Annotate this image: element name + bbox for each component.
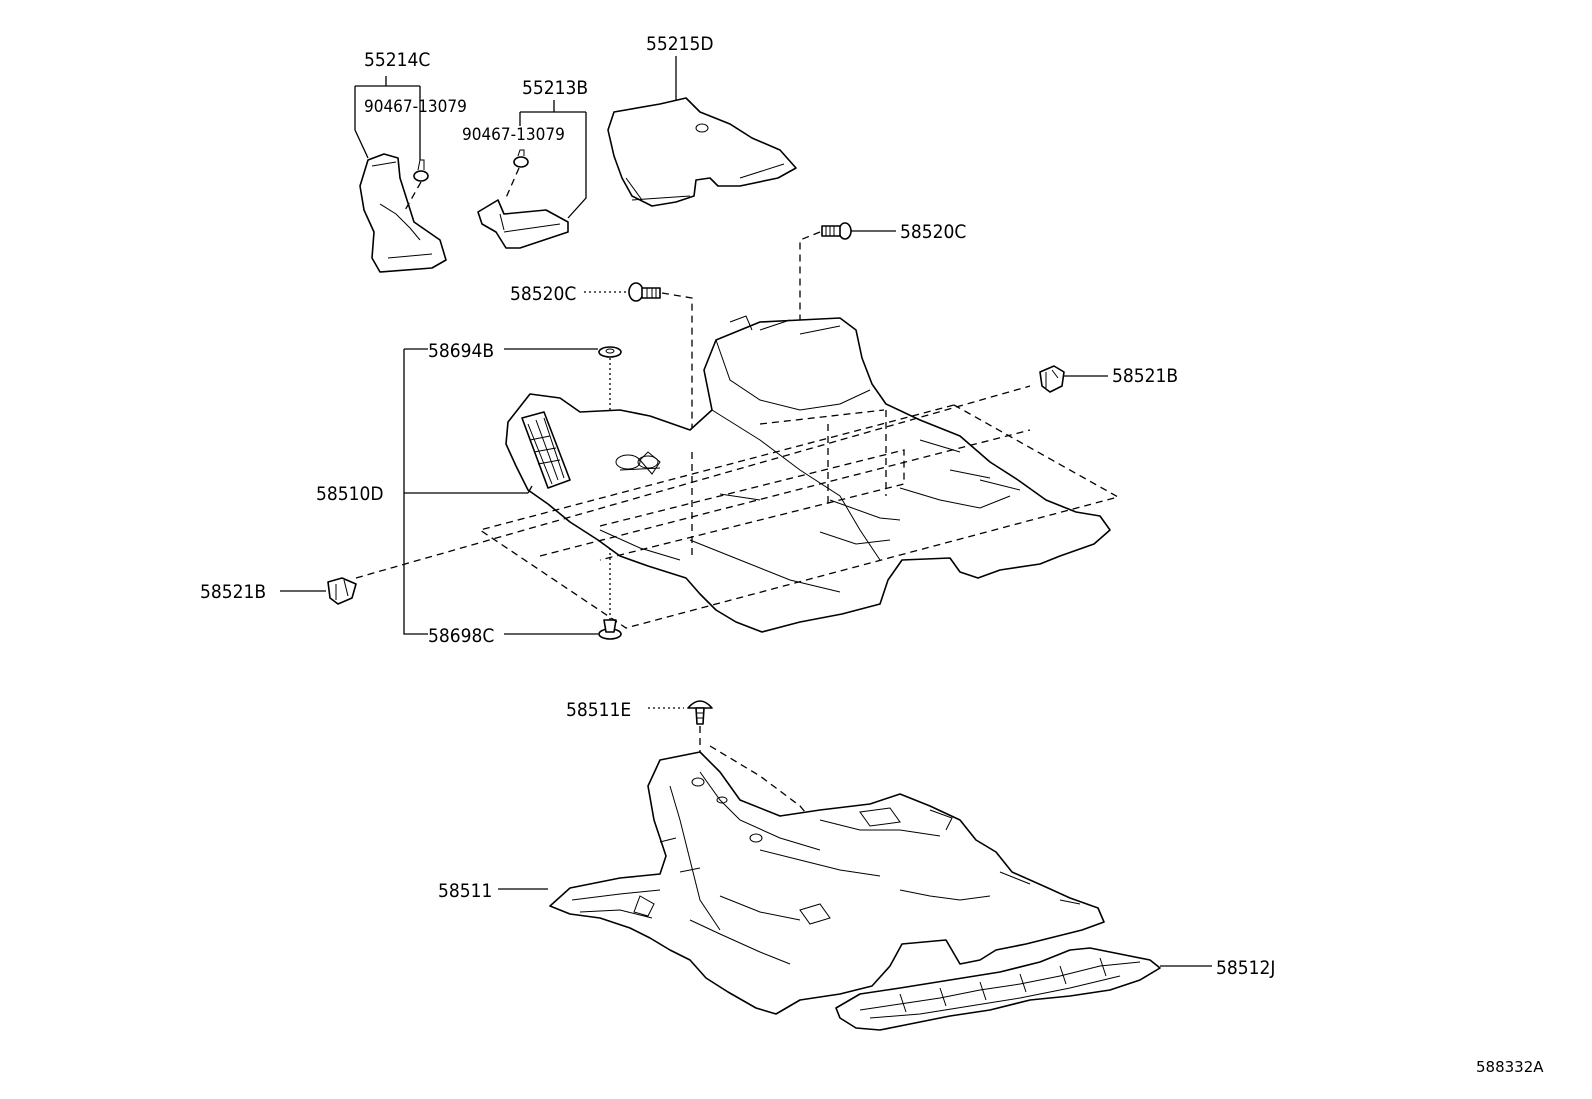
label-58521B-left: 58521B — [200, 581, 266, 603]
clip-90467-b[interactable] — [513, 149, 529, 168]
label-55213B: 55213B — [522, 77, 588, 99]
part-58512J-panel[interactable] — [835, 947, 1161, 1031]
grommet-58694B[interactable] — [598, 346, 622, 358]
bracket-58510D — [403, 348, 528, 635]
label-58511E: 58511E — [566, 699, 631, 721]
leader-55214C — [354, 76, 421, 160]
label-58520C-right: 58520C — [900, 221, 966, 243]
label-58521B-right: 58521B — [1112, 365, 1178, 387]
label-58520C-left: 58520C — [510, 283, 576, 305]
label-55214C: 55214C — [364, 49, 430, 71]
label-58512J: 58512J — [1216, 957, 1275, 979]
grommet-58698C[interactable] — [598, 619, 622, 640]
figure-id: 588332A — [1476, 1058, 1544, 1076]
screw-58520C-left[interactable] — [628, 282, 661, 302]
part-55215D-panel[interactable] — [607, 97, 797, 207]
label-58511: 58511 — [438, 880, 492, 902]
clip-58511E[interactable] — [687, 700, 713, 725]
label-90467-13079-b: 90467-13079 — [462, 125, 565, 145]
part-58510D-floor-carpet[interactable] — [505, 315, 1111, 633]
label-58694B: 58694B — [428, 340, 494, 362]
part-55213B-pad[interactable] — [477, 199, 569, 249]
clip-90467-a[interactable] — [413, 159, 429, 182]
clip-58521B-right[interactable] — [1039, 365, 1065, 393]
leader-58510D — [527, 485, 533, 494]
alignment-line — [504, 167, 520, 201]
alignment-line — [403, 181, 422, 213]
label-90467-13079-a: 90467-13079 — [364, 97, 467, 117]
assembly-guides — [355, 385, 1120, 629]
alignment-line — [661, 292, 693, 446]
part-58511-floor-silencer[interactable] — [549, 751, 1105, 1015]
label-58698C: 58698C — [428, 625, 494, 647]
leader-55213B — [519, 100, 587, 219]
label-58510D: 58510D — [316, 483, 384, 505]
part-55214C-footrest-cover[interactable] — [359, 153, 447, 273]
screw-58520C-right[interactable] — [821, 222, 852, 240]
clip-58521B-left[interactable] — [327, 577, 357, 605]
label-55215D: 55215D — [646, 33, 714, 55]
